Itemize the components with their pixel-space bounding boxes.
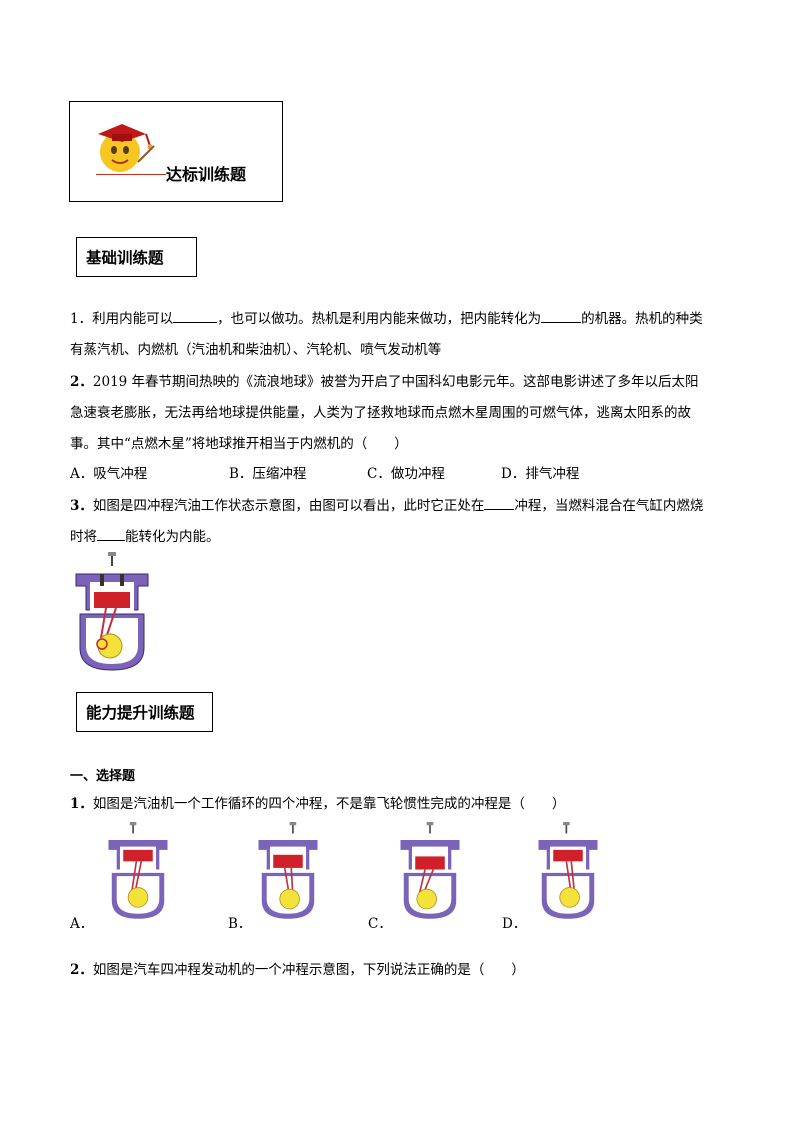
q1-blank-2 bbox=[541, 321, 582, 323]
q3-line1: 3．如图是四冲程汽油工作状态示意图，由图可以看出，此时它正处在冲程，当燃料混合在… bbox=[70, 498, 704, 514]
c2-number: 2． bbox=[70, 962, 93, 978]
q1-line1: 1．利用内能可以，也可以做功。热机是利用内能来做功，把内能转化为的机器。热机的种… bbox=[70, 311, 703, 327]
q2-option-a: A．吸气冲程 bbox=[70, 466, 148, 482]
c1-label-c: C． bbox=[368, 916, 392, 932]
c1-engine-c bbox=[400, 822, 460, 919]
header-title: 达标训练题 bbox=[166, 165, 247, 184]
q3-engine-diagram bbox=[75, 552, 149, 671]
header-underline bbox=[96, 174, 166, 175]
c1-label-d: D． bbox=[502, 916, 527, 932]
c1-engine-b bbox=[258, 822, 318, 919]
c1-number: 1． bbox=[70, 796, 93, 812]
q2-line1: 2．2019 年春节期间热映的《流浪地球》被誉为开启了中国科幻电影元年。这部电影… bbox=[70, 374, 699, 390]
c1-label-b: B． bbox=[228, 916, 252, 932]
q3-number: 3． bbox=[70, 498, 93, 514]
q1-number: 1． bbox=[70, 311, 93, 327]
q1-line2: 有蒸汽机、内燃机（汽油机和柴油机）、汽轮机、喷气发动机等 bbox=[70, 342, 442, 358]
q2-line2: 急速衰老膨胀，无法再给地球提供能量，人类为了拯救地球而点燃木星周围的可燃气体，逃… bbox=[70, 405, 691, 421]
c1-engine-d bbox=[538, 822, 598, 919]
basic-section-title: 基础训练题 bbox=[86, 249, 164, 267]
q3-blank-1 bbox=[484, 508, 515, 510]
c1-line: 1．如图是汽油机一个工作循环的四个冲程，不是靠飞轮惯性完成的冲程是（ ） bbox=[70, 796, 566, 812]
choice-heading: 一、选择题 bbox=[70, 769, 136, 784]
c2-line: 2．如图是汽车四冲程发动机的一个冲程示意图，下列说法正确的是（ ） bbox=[70, 962, 525, 978]
q2-option-d: D．排气冲程 bbox=[501, 466, 580, 482]
c1-label-a: A． bbox=[70, 916, 94, 932]
c1-engine-a bbox=[108, 822, 168, 919]
q2-line3: 事。其中“点燃木星”将地球推开相当于内燃机的（ ） bbox=[70, 436, 408, 452]
q2-option-b: B．压缩冲程 bbox=[229, 466, 307, 482]
q3-line2: 时将能转化为内能。 bbox=[70, 529, 220, 545]
mascot-icon bbox=[98, 124, 155, 172]
basic-section-box: 基础训练题 bbox=[76, 237, 197, 277]
q3-blank-2 bbox=[97, 539, 125, 541]
q1-blank-1 bbox=[173, 321, 218, 323]
advanced-section-box: 能力提升训练题 bbox=[76, 692, 213, 732]
header-box: 达标训练题 bbox=[69, 101, 283, 202]
q2-option-c: C．做功冲程 bbox=[367, 466, 445, 482]
q2-number: 2． bbox=[70, 374, 93, 390]
advanced-section-title: 能力提升训练题 bbox=[86, 704, 195, 722]
